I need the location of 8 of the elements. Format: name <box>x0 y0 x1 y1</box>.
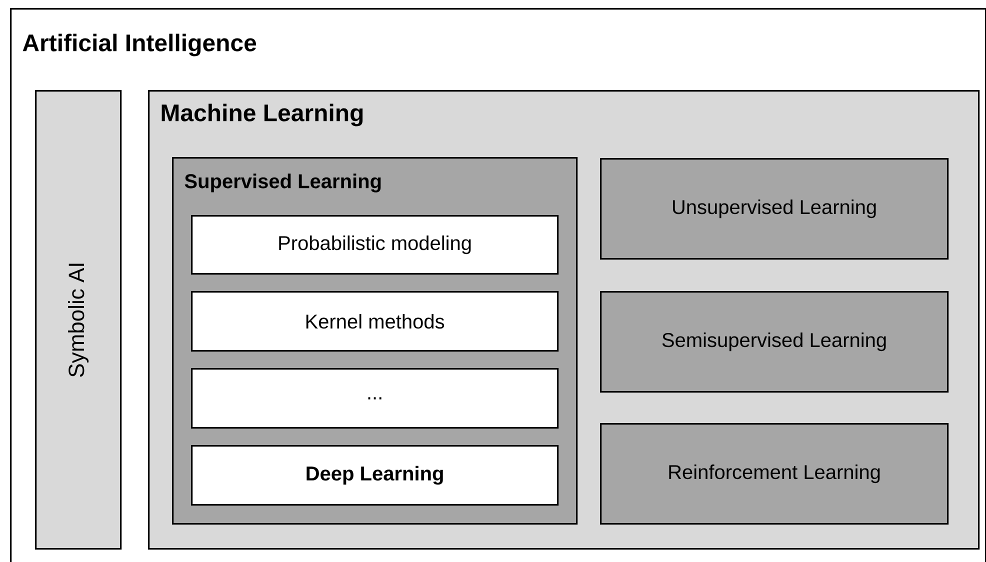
column-box: Symbolic AI <box>35 90 122 550</box>
category-box: Unsupervised Learning <box>600 158 949 260</box>
item-box: Kernel methods <box>191 291 559 352</box>
category-box: Semisupervised Learning <box>600 291 949 393</box>
category-box: Reinforcement Learning <box>600 423 949 525</box>
item-box: ... <box>191 368 559 429</box>
item-box: Deep Learning <box>191 445 559 506</box>
item-box: Probabilistic modeling <box>191 215 559 275</box>
